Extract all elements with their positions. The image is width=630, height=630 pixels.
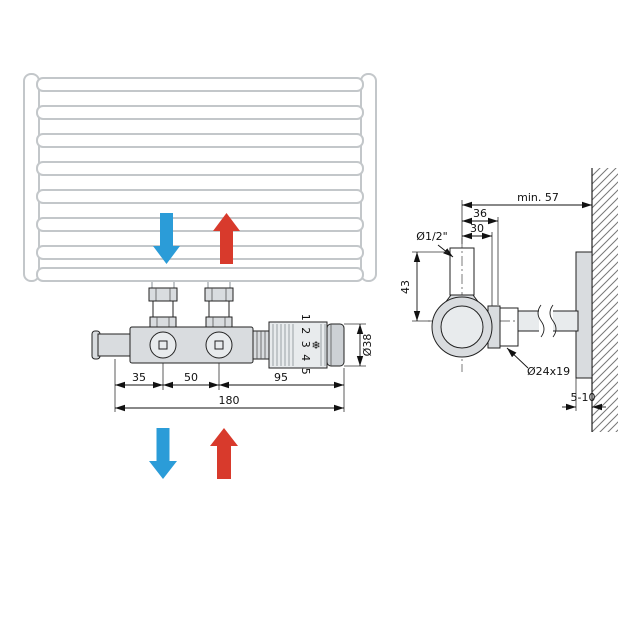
flow-arrows-top — [153, 213, 240, 264]
pipe-break-symbol — [537, 304, 557, 338]
head-scale-numbers: 1 2 3 4 5 — [299, 314, 312, 376]
radiator-bar — [36, 245, 364, 260]
union-nut — [149, 316, 177, 328]
wall-hatching — [592, 168, 618, 432]
dim-label-dia24x19: Ø24x19 — [527, 365, 570, 378]
threaded-section — [208, 300, 230, 318]
radiator-bar — [36, 189, 364, 204]
dimensions-front-view: 35 50 95 180 Ø38 — [114, 323, 374, 412]
return-flow-arrow-down — [149, 428, 177, 479]
frost-protection-icon: ❄ — [311, 339, 320, 352]
dim-label-35: 35 — [132, 371, 146, 384]
dim-label-180: 180 — [219, 394, 240, 407]
dim-label-dia38: Ø38 — [361, 334, 374, 357]
pipe-break-gap — [539, 305, 553, 337]
corner-valve-side-view — [428, 168, 618, 432]
dim-label-50: 50 — [184, 371, 198, 384]
radiator — [23, 73, 377, 291]
valve-screw — [158, 340, 168, 350]
valve-screw — [214, 340, 224, 350]
radiator-bottom-rail — [36, 267, 364, 282]
radiator-bar — [36, 133, 364, 148]
head-ribs — [272, 324, 294, 366]
supply-flow-arrow-up — [213, 213, 240, 264]
radiator-bar — [36, 217, 364, 232]
twin-valve-front-view: 1 2 3 4 5 ❄ — [91, 287, 345, 376]
dim-label-min57: min. 57 — [517, 191, 559, 204]
radiator-right-collector — [360, 73, 377, 282]
dimensions-side-view: min. 57 36 30 Ø1/2" 43 Ø24x19 5-10 — [399, 191, 606, 411]
radiator-bar — [36, 77, 364, 92]
radiator-left-collector — [23, 73, 40, 282]
thermostatic-head — [268, 321, 328, 369]
radiator-bar — [36, 161, 364, 176]
valve-body — [129, 326, 254, 364]
tailpiece-nut — [148, 287, 178, 302]
dim-label-dia12: Ø1/2" — [416, 230, 447, 243]
valve-body-inner — [440, 305, 484, 349]
dim-label-36: 36 — [473, 207, 487, 220]
head-ribs — [320, 324, 326, 366]
union-nut — [205, 316, 233, 328]
supply-flow-arrow-up — [210, 428, 238, 479]
dim-label-95: 95 — [274, 371, 288, 384]
dim-label-5-10: 5-10 — [571, 391, 596, 404]
leader-dia12 — [437, 244, 454, 258]
dim-label-30: 30 — [470, 222, 484, 235]
head-end-cap — [326, 323, 345, 367]
valve-side-pipe — [97, 333, 133, 357]
tailpiece-nut — [204, 287, 234, 302]
connection-nut — [499, 307, 519, 347]
radiator-bar — [36, 105, 364, 120]
valve-port — [149, 331, 177, 359]
flow-arrows-bottom — [149, 428, 238, 479]
leader-dia24x19 — [506, 347, 529, 369]
threaded-section — [152, 300, 174, 318]
valve-port — [205, 331, 233, 359]
return-flow-arrow-down — [153, 213, 180, 264]
dim-label-43: 43 — [399, 280, 412, 294]
